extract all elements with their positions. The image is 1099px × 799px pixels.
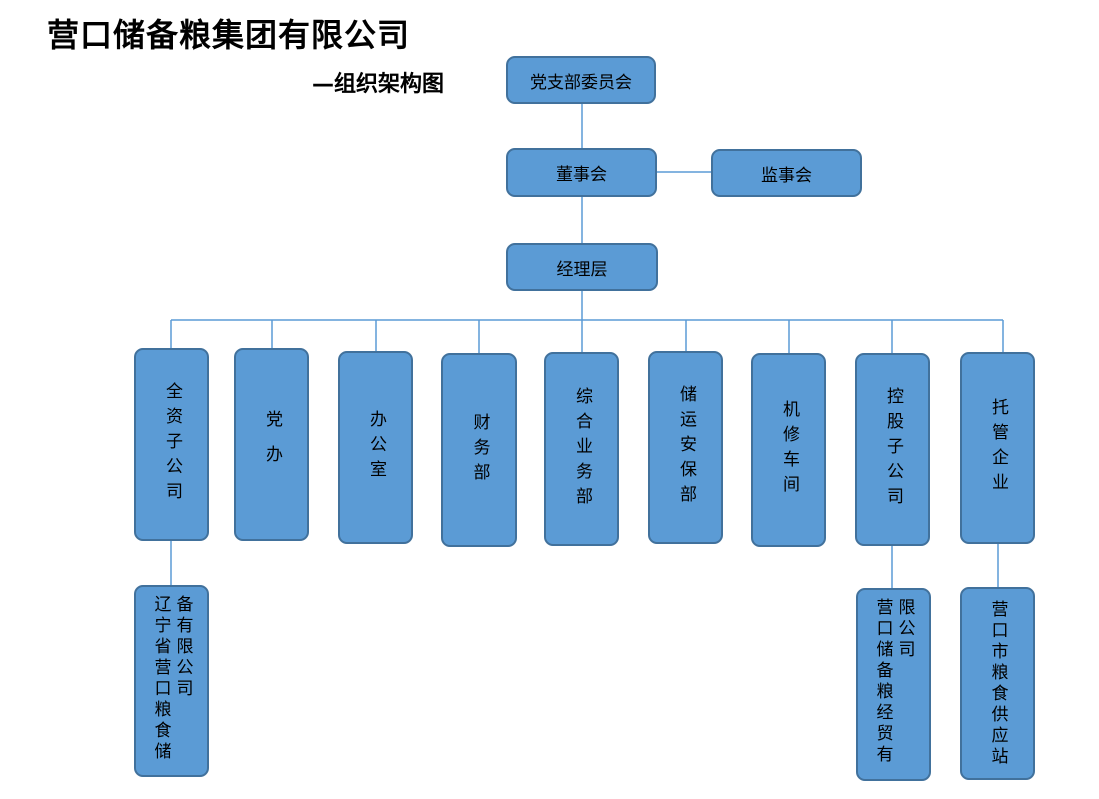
dept-label: 机修车间 — [779, 400, 799, 500]
board-box: 董事会 — [506, 148, 657, 197]
dept-label: 控股子公司 — [883, 387, 903, 512]
subsidiary-yingkou-grain-supply-station: 营口市粮食供应站 — [960, 587, 1035, 780]
dept-label: 财务部 — [469, 412, 490, 488]
dept-label: 办公室 — [366, 410, 386, 485]
subsidiary-liaoning-yingkou-grain-reserve: 辽宁省营口粮食储备有限公司 — [134, 585, 209, 777]
page-title: 营口储备粮集团有限公司 — [47, 16, 411, 54]
dept-maintenance-workshop: 机修车间 — [751, 353, 826, 547]
dept-label: 党办 — [262, 409, 282, 480]
management-box: 经理层 — [506, 243, 658, 291]
dept-finance: 财务部 — [441, 353, 517, 547]
dept-wholly-owned-subsidiary: 全资子公司 — [134, 348, 209, 541]
party-committee-box: 党支部委员会 — [506, 56, 656, 104]
dept-label: 全资子公司 — [162, 382, 182, 507]
page-subtitle: —组织架构图 — [312, 72, 445, 97]
subsidiary-label: 辽宁省营口粮食储备有限公司 — [150, 595, 193, 763]
subsidiary-label: 营口市粮食供应站 — [987, 599, 1008, 768]
dept-general-business: 综合业务部 — [544, 352, 619, 546]
subsidiary-label: 营口储备粮经贸有限公司 — [872, 598, 915, 766]
dept-label: 储运安保部 — [676, 385, 696, 510]
supervisory-board-box: 监事会 — [711, 149, 862, 197]
dept-party-office: 党办 — [234, 348, 309, 541]
dept-storage-security: 储运安保部 — [648, 351, 723, 544]
dept-label: 综合业务部 — [572, 386, 592, 512]
subsidiary-yingkou-reserve-grain-trade: 营口储备粮经贸有限公司 — [856, 588, 931, 781]
dept-entrusted-enterprise: 托管企业 — [960, 352, 1035, 544]
dept-office: 办公室 — [338, 351, 413, 544]
dept-holding-subsidiary: 控股子公司 — [855, 353, 930, 546]
dept-label: 托管企业 — [988, 398, 1008, 498]
